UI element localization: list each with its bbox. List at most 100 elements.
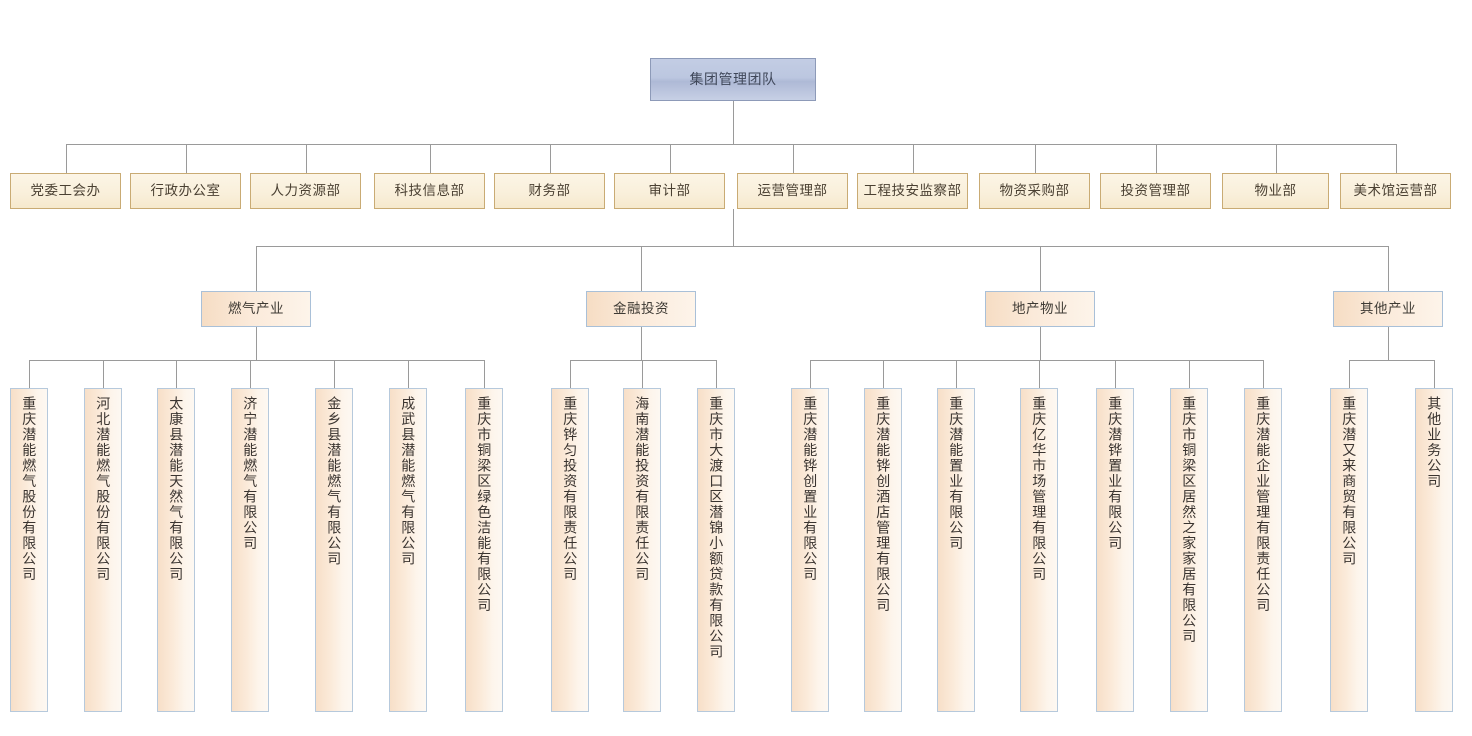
node-label: 重庆潜能置业有限公司 — [948, 396, 965, 551]
connector-line-vertical — [408, 360, 409, 388]
node-label: 物业部 — [1254, 182, 1297, 198]
node-subsidiary-2-2[interactable]: 海南潜能投资有限责任公司 — [623, 388, 661, 712]
node-label: 重庆潜能企业管理有限责任公司 — [1255, 396, 1272, 613]
node-subsidiary-1-6[interactable]: 成武县潜能燃气有限公司 — [389, 388, 427, 712]
connector-line-vertical — [250, 360, 251, 388]
node-subsidiary-4-2[interactable]: 其他业务公司 — [1415, 388, 1453, 712]
node-subsidiary-1-7[interactable]: 重庆市铜梁区绿色洁能有限公司 — [465, 388, 503, 712]
connector-line-vertical — [641, 327, 642, 360]
connector-line-vertical — [29, 360, 30, 388]
connector-line-horizontal — [810, 360, 1263, 361]
connector-line-vertical — [430, 144, 431, 173]
connector-line-vertical — [913, 144, 914, 173]
node-subsidiary-3-4[interactable]: 重庆亿华市场管理有限公司 — [1020, 388, 1058, 712]
node-subsidiary-4-1[interactable]: 重庆潜又来商贸有限公司 — [1330, 388, 1368, 712]
node-label: 成武县潜能燃气有限公司 — [400, 396, 417, 567]
connector-line-vertical — [1396, 144, 1397, 173]
connector-line-vertical — [1349, 360, 1350, 388]
connector-line-vertical — [1156, 144, 1157, 173]
node-label: 其他业务公司 — [1426, 396, 1443, 489]
connector-line-horizontal — [256, 246, 1388, 247]
node-subsidiary-1-5[interactable]: 金乡县潜能燃气有限公司 — [315, 388, 353, 712]
node-label: 集团管理团队 — [689, 71, 777, 88]
node-label: 人力资源部 — [270, 182, 341, 198]
connector-line-vertical — [1189, 360, 1190, 388]
node-label: 科技信息部 — [394, 182, 465, 198]
connector-line-vertical — [1040, 327, 1041, 360]
node-label: 重庆潜能燃气股份有限公司 — [21, 396, 38, 582]
node-label: 工程技安监察部 — [863, 182, 962, 198]
node-subsidiary-2-1[interactable]: 重庆铧匀投资有限责任公司 — [551, 388, 589, 712]
connector-line-horizontal — [29, 360, 484, 361]
node-label: 其他产业 — [1360, 300, 1416, 316]
node-subsidiary-3-5[interactable]: 重庆潜铧置业有限公司 — [1096, 388, 1134, 712]
node-department-4[interactable]: 科技信息部 — [374, 173, 485, 209]
connector-line-horizontal — [66, 144, 1396, 145]
node-department-5[interactable]: 财务部 — [494, 173, 605, 209]
node-department-3[interactable]: 人力资源部 — [250, 173, 361, 209]
connector-line-horizontal — [1349, 360, 1434, 361]
node-group-management-team[interactable]: 集团管理团队 — [650, 58, 816, 101]
node-label: 重庆铧匀投资有限责任公司 — [562, 396, 579, 582]
connector-line-vertical — [1039, 360, 1040, 388]
connector-line-vertical — [256, 246, 257, 291]
node-label: 重庆市大渡口区潜锦小额贷款有限公司 — [708, 396, 725, 660]
connector-line-vertical — [1388, 246, 1389, 291]
connector-line-vertical — [1115, 360, 1116, 388]
node-subsidiary-1-2[interactable]: 河北潜能燃气股份有限公司 — [84, 388, 122, 712]
connector-line-vertical — [883, 360, 884, 388]
connector-line-vertical — [810, 360, 811, 388]
node-department-7[interactable]: 运营管理部 — [737, 173, 848, 209]
connector-line-vertical — [1388, 327, 1389, 360]
node-subsidiary-3-2[interactable]: 重庆潜能铧创酒店管理有限公司 — [864, 388, 902, 712]
node-subsidiary-1-1[interactable]: 重庆潜能燃气股份有限公司 — [10, 388, 48, 712]
node-label: 财务部 — [528, 182, 571, 198]
node-label: 金乡县潜能燃气有限公司 — [326, 396, 343, 567]
node-department-8[interactable]: 工程技安监察部 — [857, 173, 968, 209]
node-subsidiary-1-3[interactable]: 太康县潜能天然气有限公司 — [157, 388, 195, 712]
node-department-2[interactable]: 行政办公室 — [130, 173, 241, 209]
connector-line-vertical — [550, 144, 551, 173]
node-label: 审计部 — [648, 182, 691, 198]
connector-line-vertical — [793, 144, 794, 173]
node-department-1[interactable]: 党委工会办 — [10, 173, 121, 209]
node-subsidiary-1-4[interactable]: 济宁潜能燃气有限公司 — [231, 388, 269, 712]
node-department-6[interactable]: 审计部 — [614, 173, 725, 209]
connector-line-vertical — [1434, 360, 1435, 388]
connector-line-vertical — [1040, 246, 1041, 291]
node-department-12[interactable]: 美术馆运营部 — [1340, 173, 1451, 209]
connector-line-vertical — [570, 360, 571, 388]
connector-line-vertical — [66, 144, 67, 173]
node-label: 行政办公室 — [150, 182, 221, 198]
node-label: 重庆潜铧置业有限公司 — [1107, 396, 1124, 551]
node-division-2[interactable]: 金融投资 — [586, 291, 696, 327]
node-subsidiary-3-7[interactable]: 重庆潜能企业管理有限责任公司 — [1244, 388, 1282, 712]
node-division-3[interactable]: 地产物业 — [985, 291, 1095, 327]
node-label: 美术馆运营部 — [1353, 182, 1438, 198]
connector-line-vertical — [716, 360, 717, 388]
node-subsidiary-2-3[interactable]: 重庆市大渡口区潜锦小额贷款有限公司 — [697, 388, 735, 712]
connector-line-vertical — [1263, 360, 1264, 388]
node-department-9[interactable]: 物资采购部 — [979, 173, 1090, 209]
connector-line-vertical — [670, 144, 671, 173]
node-department-11[interactable]: 物业部 — [1222, 173, 1329, 209]
node-subsidiary-3-6[interactable]: 重庆市铜梁区居然之家家居有限公司 — [1170, 388, 1208, 712]
node-department-10[interactable]: 投资管理部 — [1100, 173, 1211, 209]
connector-line-vertical — [186, 144, 187, 173]
node-label: 运营管理部 — [757, 182, 828, 198]
node-division-4[interactable]: 其他产业 — [1333, 291, 1443, 327]
connector-line-vertical — [103, 360, 104, 388]
node-subsidiary-3-1[interactable]: 重庆潜能铧创置业有限公司 — [791, 388, 829, 712]
node-label: 太康县潜能天然气有限公司 — [168, 396, 185, 582]
node-label: 重庆亿华市场管理有限公司 — [1031, 396, 1048, 582]
node-division-1[interactable]: 燃气产业 — [201, 291, 311, 327]
connector-line-vertical — [956, 360, 957, 388]
node-subsidiary-3-3[interactable]: 重庆潜能置业有限公司 — [937, 388, 975, 712]
connector-line-vertical — [642, 360, 643, 388]
node-label: 济宁潜能燃气有限公司 — [242, 396, 259, 551]
node-label: 燃气产业 — [228, 300, 284, 316]
connector-line-vertical — [1035, 144, 1036, 173]
connector-line-vertical — [256, 327, 257, 360]
node-label: 投资管理部 — [1120, 182, 1191, 198]
